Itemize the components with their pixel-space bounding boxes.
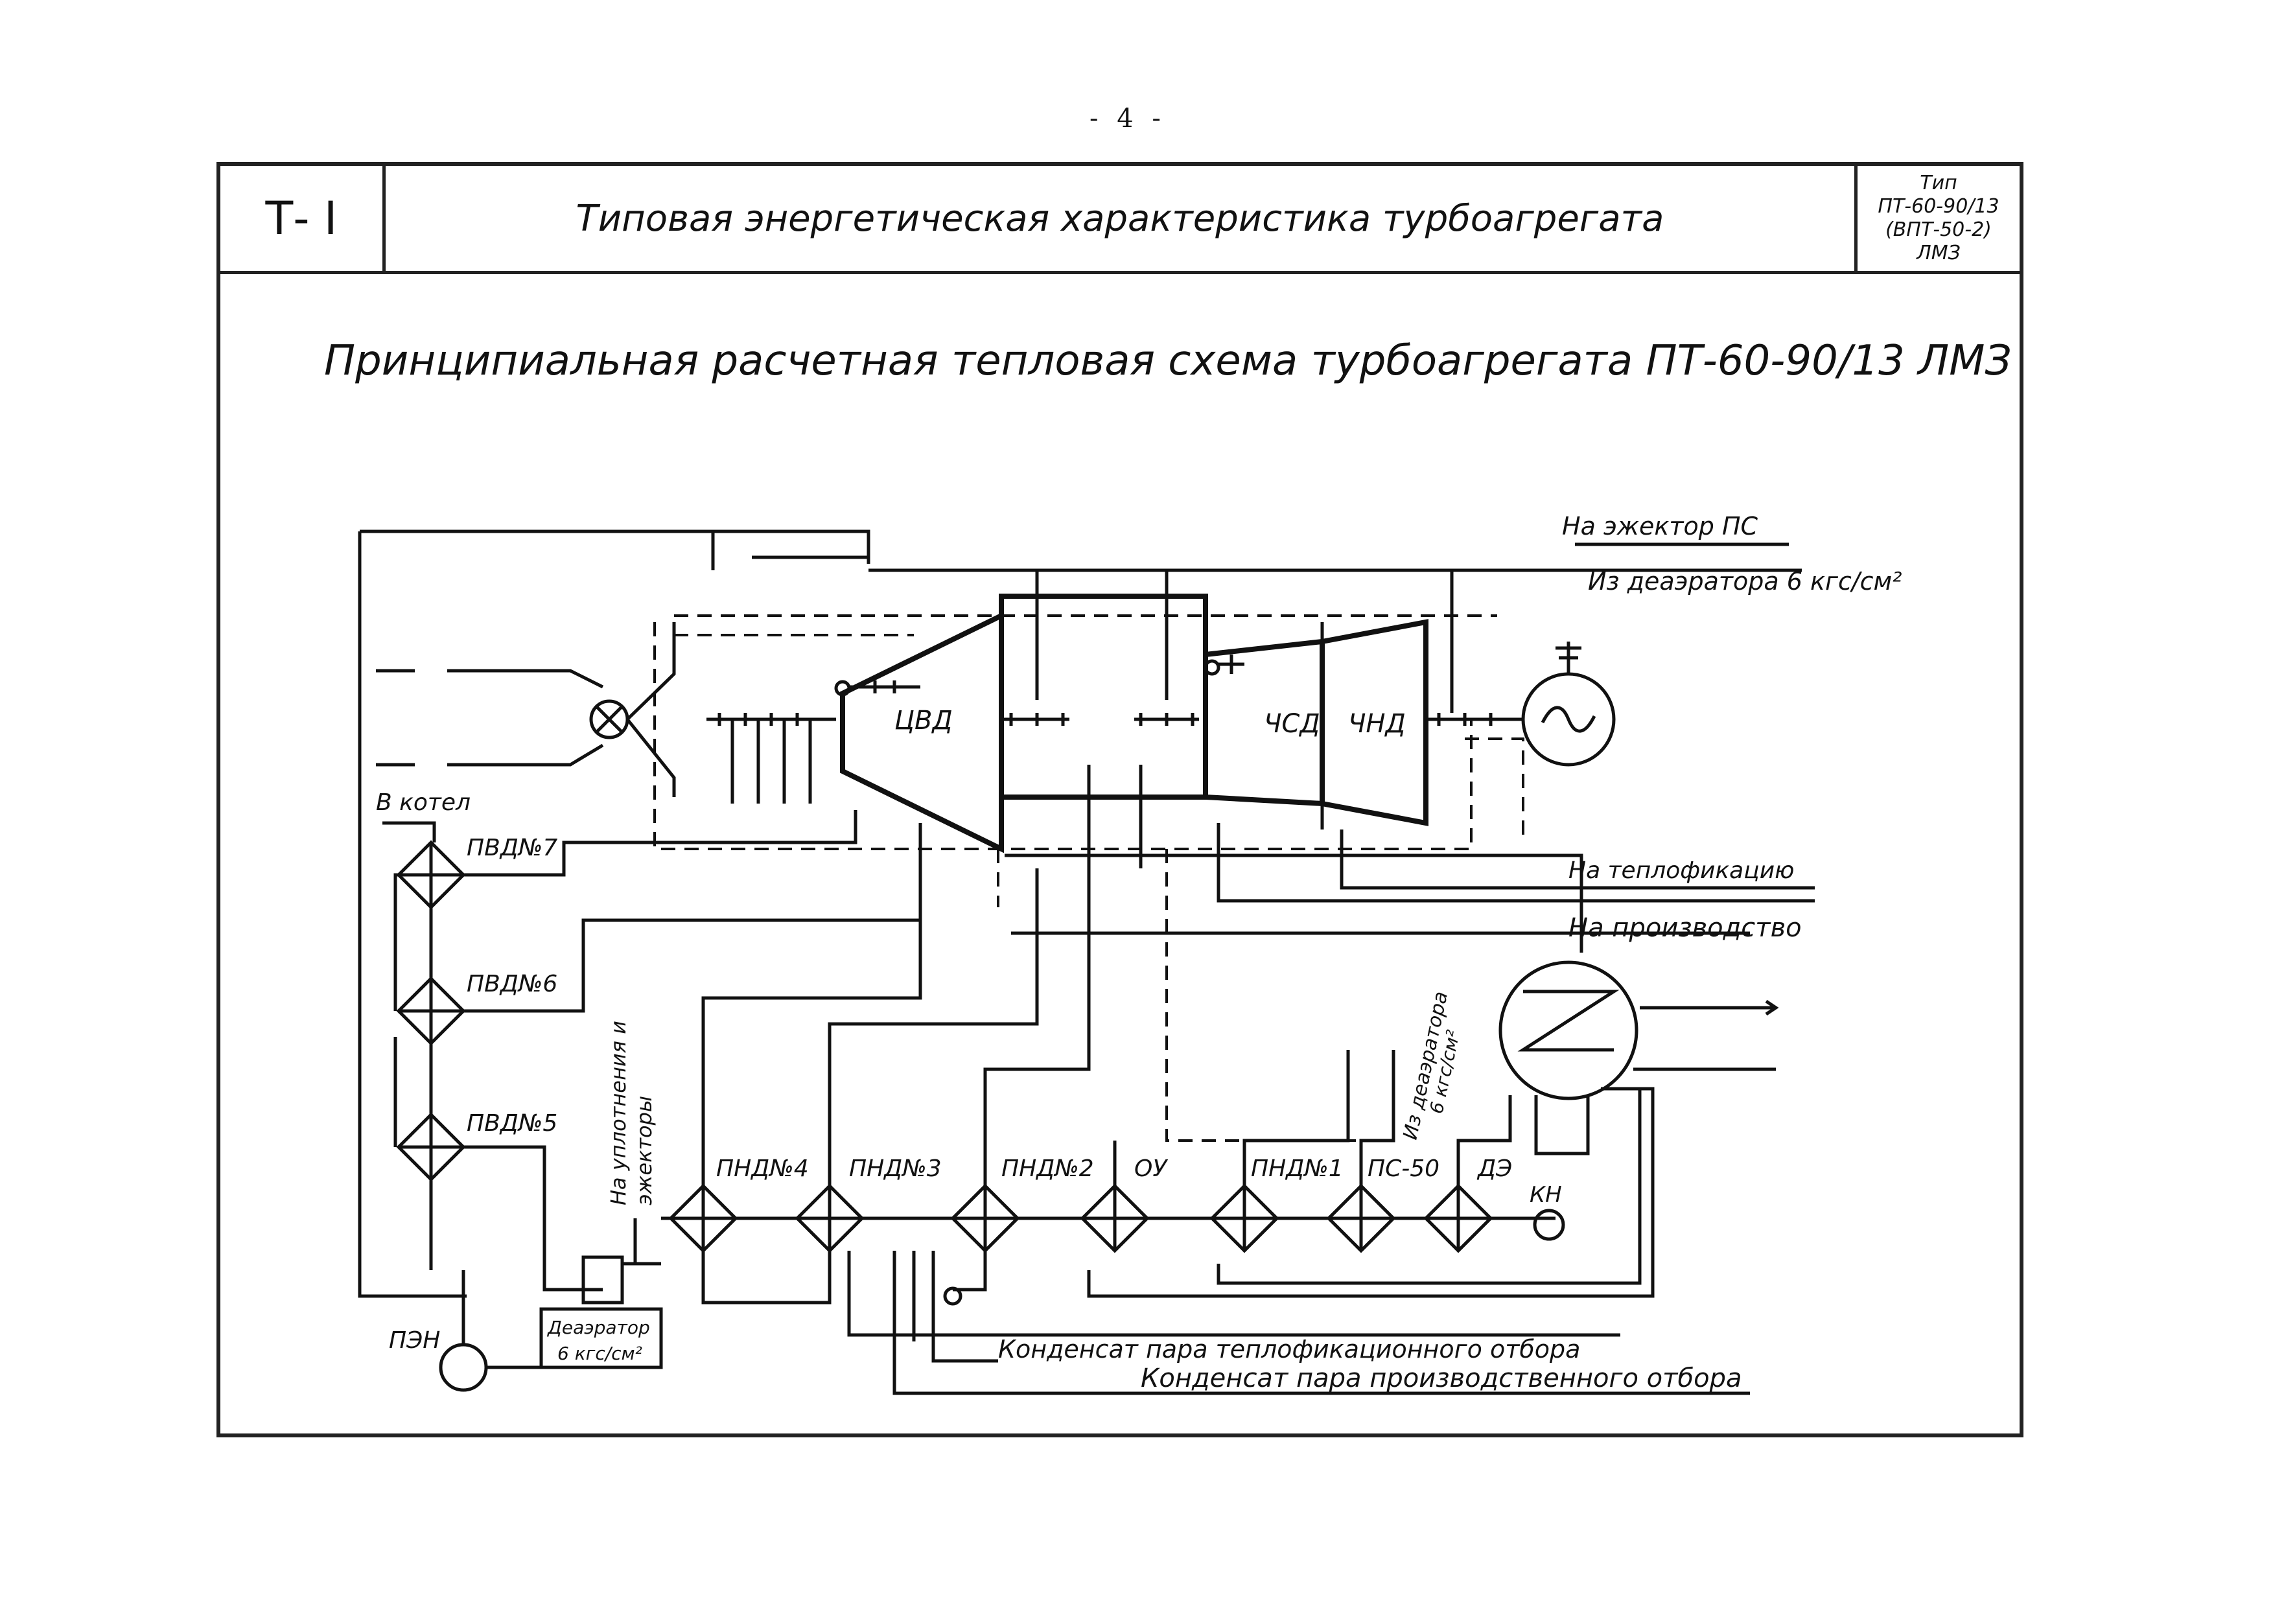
- leakoff-dashed-lower: [653, 622, 1473, 850]
- cvd-label: ЦВД: [894, 706, 953, 736]
- title-block: Т- I Типовая энергетическая характеристи…: [220, 166, 2020, 274]
- condensate-production-label: Конденсат пара производственного отбора: [1141, 1363, 1742, 1393]
- pen-label: ПЭН: [389, 1327, 440, 1354]
- to-heating-label: На теплофикацию: [1568, 857, 1794, 884]
- deaerator-label-line2: 6 кгс/см²: [557, 1343, 642, 1364]
- de-label: ДЭ: [1476, 1155, 1512, 1182]
- page-number: - 4 -: [1090, 104, 1166, 133]
- pvd5-heater: [396, 1112, 466, 1182]
- pvd7-label: ПВД№7: [467, 835, 557, 861]
- leakoff-dashed-right: [997, 849, 1361, 1142]
- ou-heater: [1080, 1183, 1150, 1253]
- ejector-ps-label: На эжектор ПС: [1562, 512, 1758, 540]
- ps50-label: ПС-50: [1368, 1155, 1439, 1182]
- pnd4-label: ПНД№4: [716, 1155, 809, 1182]
- main-steam-line-lower: [376, 743, 604, 767]
- condensate-production-line: [892, 1251, 1750, 1395]
- kn-label: КН: [1530, 1182, 1562, 1208]
- pnd1-heater: [1209, 1183, 1279, 1253]
- deaerator-label-line1: Деаэратор: [546, 1317, 650, 1338]
- pnd3-label: ПНД№3: [849, 1155, 942, 1182]
- drawing-frame: Т- I Типовая энергетическая характеристи…: [216, 162, 2023, 1437]
- condensate-heating-line: [847, 1251, 1620, 1337]
- feedwater-loop-pipe: [358, 529, 870, 1298]
- network-heater-icon: [1498, 960, 1638, 1100]
- ps50-heater: [1326, 1183, 1396, 1253]
- kn-pump-icon: [1533, 1209, 1565, 1241]
- to-production-label: На производство: [1568, 913, 1802, 943]
- scheme-title: Принципиальная расчетная тепловая схема …: [324, 337, 2012, 385]
- type-line: (ВПТ-50-2): [1885, 218, 1992, 241]
- pen-pump-icon: [439, 1343, 488, 1392]
- seals-label-line2: эжекторы: [632, 1096, 657, 1205]
- cnd-label: ЧНД: [1348, 709, 1406, 739]
- csd-label: ЧСД: [1264, 709, 1320, 739]
- condensate-heating-label: Конденсат пара теплофикационного отбора: [998, 1335, 1580, 1363]
- deaerator-vessel: [581, 1255, 624, 1305]
- main-steam-line-upper: [376, 669, 604, 689]
- type-line: ЛМЗ: [1917, 242, 1961, 264]
- pnd1-label: ПНД№1: [1251, 1155, 1344, 1182]
- pnd2-label: ПНД№2: [1001, 1155, 1094, 1182]
- from-deaerator-6-label: Из деаэратора 6 кгс/см²: [1588, 567, 1902, 596]
- to-boiler-label: В котел: [376, 789, 471, 816]
- pvd7-heater: [396, 840, 466, 910]
- turbine-type-block: Тип ПТ-60-90/13 (ВПТ-50-2) ЛМЗ: [1854, 166, 2020, 271]
- pvd5-label: ПВД№5: [467, 1110, 557, 1137]
- cvd-cylinder: [840, 611, 1004, 853]
- turbine-casing: [999, 594, 1208, 800]
- type-line: ПТ-60-90/13: [1878, 195, 1999, 218]
- sheet-code: Т- I: [220, 166, 386, 271]
- pvd6-heater: [396, 976, 466, 1046]
- type-line: Тип: [1920, 172, 1957, 194]
- deaerator-steam-line: [1450, 568, 1802, 713]
- leakoff-dashed-upper: [674, 614, 1497, 636]
- seals-label-line1: На уплотнения и: [606, 1021, 631, 1205]
- ou-label: ОУ: [1134, 1155, 1168, 1182]
- pvd6-label: ПВД№6: [467, 971, 557, 997]
- sheet-title: Типовая энергетическая характеристика ту…: [576, 197, 1664, 240]
- production-extraction-line: [1005, 853, 1583, 953]
- heating-extraction-line: [1340, 829, 1815, 890]
- de-heater: [1423, 1183, 1493, 1253]
